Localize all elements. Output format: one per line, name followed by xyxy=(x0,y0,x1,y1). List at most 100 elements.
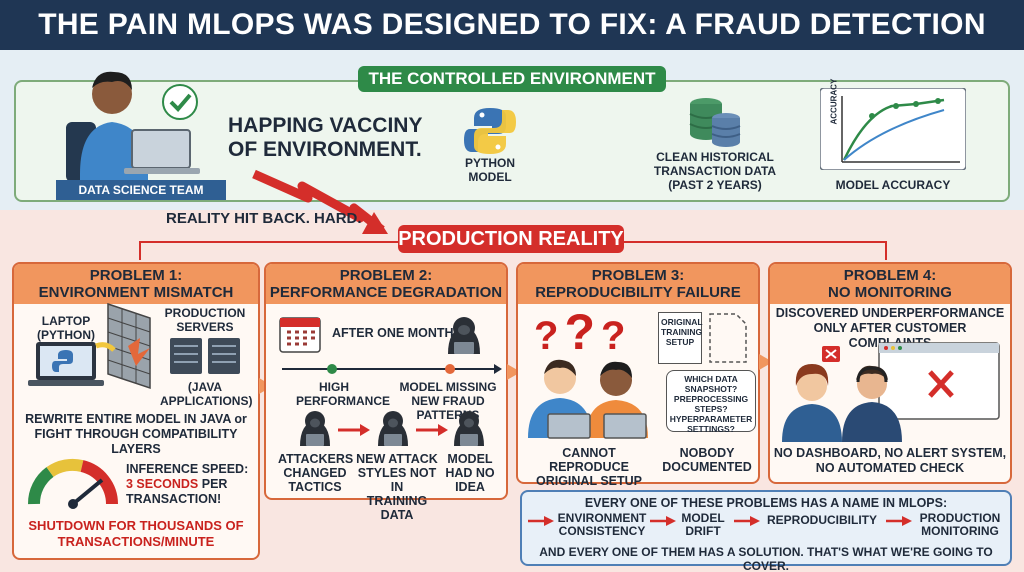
term4-line-1: PRODUCTION xyxy=(919,511,1001,525)
problem-3-header: PROBLEM 3: REPRODUCIBILITY FAILURE xyxy=(518,264,758,304)
q-line-1: WHICH DATA xyxy=(684,374,738,384)
hacker-icon xyxy=(454,411,484,446)
term-reproducibility: REPRODUCIBILITY xyxy=(766,513,877,527)
data-label-line-1: CLEAN HISTORICAL xyxy=(656,150,774,164)
no-line-1: NO DASHBOARD, NO ALERT SYSTEM, xyxy=(773,446,1007,460)
problem-2-title: PERFORMANCE DEGRADATION xyxy=(269,284,503,301)
python-label-line-2: MODEL xyxy=(468,170,512,184)
data-scientist-illustration xyxy=(66,71,200,182)
problem-1-card: PROBLEM 1: ENVIRONMENT MISMATCH xyxy=(12,262,260,560)
java-label-1: (JAVA xyxy=(187,380,223,394)
summary-line-1: EVERY ONE OF THESE PROBLEMS HAS A NAME I… xyxy=(584,496,948,510)
model-no-idea-label: MODEL HAD NO IDEA xyxy=(444,452,496,494)
accuracy-chart-icon xyxy=(820,88,966,170)
shutdown-text: SHUTDOWN FOR THOUSANDS OF TRANSACTIONS/M… xyxy=(16,518,256,550)
inference-speed-text: INFERENCE SPEED: 3 SECONDS PER TRANSACTI… xyxy=(126,462,256,507)
new-attack-line-1: NEW ATTACK xyxy=(356,452,438,466)
no-idea-line-3: IDEA xyxy=(455,480,485,494)
tagline-line-1: HAPPING VACCINY xyxy=(228,114,423,137)
attackers-changed-label: ATTACKERS CHANGED TACTICS xyxy=(278,452,354,494)
term-model-drift: MODEL DRIFT xyxy=(678,512,728,538)
questions-bubble: WHICH DATA SNAPSHOT? PREPROCESSING STEPS… xyxy=(666,370,756,434)
nobody-line-2: DOCUMENTED xyxy=(662,460,752,474)
cannot-line-1: CANNOT REPRODUCE xyxy=(549,446,629,474)
data-science-team-label: DATA SCIENCE TEAM xyxy=(56,180,226,200)
python-model-label: PYTHON MODEL xyxy=(440,156,540,184)
model-missing-label: MODEL MISSING NEW FRAUD PATTERNS xyxy=(390,380,506,422)
term1-line-1: ENVIRONMENT xyxy=(557,511,647,525)
term2-line-2: DRIFT xyxy=(685,524,721,538)
rewrite-text: REWRITE ENTIRE MODEL IN JAVA or FIGHT TH… xyxy=(16,412,256,457)
controlled-environment-title: THE CONTROLLED ENVIRONMENT xyxy=(358,66,666,92)
flow-arrow-icon xyxy=(507,364,521,380)
hacker-icon xyxy=(300,411,330,446)
java-label-2: APPLICATIONS) xyxy=(160,394,253,408)
missing-label-1: MODEL MISSING xyxy=(399,380,497,394)
attackers-line-1: ATTACKERS xyxy=(278,452,354,466)
attackers-line-3: TACTICS xyxy=(288,480,342,494)
no-line-2: NO AUTOMATED CHECK xyxy=(815,461,965,475)
data-label-line-3: (PAST 2 YEARS) xyxy=(668,178,762,192)
servers-label-1: PRODUCTION xyxy=(164,306,246,320)
doc-line-1: ORIGINAL xyxy=(661,317,703,327)
rewrite-line-2: FIGHT THROUGH COMPATIBILITY LAYERS xyxy=(34,427,238,456)
speed-line-3: TRANSACTION! xyxy=(126,492,222,506)
accuracy-axis-label: ACCURACY xyxy=(830,79,839,125)
problem-1-header: PROBLEM 1: ENVIRONMENT MISMATCH xyxy=(14,264,258,304)
production-connector xyxy=(139,241,887,260)
shutdown-line-2: TRANSACTIONS/MINUTE xyxy=(57,534,215,549)
data-label-line-2: TRANSACTION DATA xyxy=(653,164,777,178)
new-attack-line-3: TRAINING DATA xyxy=(366,494,428,522)
cannot-reproduce-label: CANNOT REPRODUCE ORIGINAL SETUP xyxy=(524,446,654,488)
empty-dashboard-icon xyxy=(878,342,1000,420)
problem-3-number: PROBLEM 3: xyxy=(591,267,685,284)
shutdown-line-1: SHUTDOWN FOR THOUSANDS OF xyxy=(28,518,244,533)
attackers-line-2: CHANGED xyxy=(283,466,347,480)
summary-line-2: AND EVERY ONE OF THEM HAS A SOLUTION. TH… xyxy=(539,545,993,572)
term4-line-2: MONITORING xyxy=(921,524,999,538)
after-one-month-text: AFTER ONE MONTH xyxy=(332,326,454,340)
flow-arrow-icon xyxy=(759,354,773,370)
missing-document-icon xyxy=(709,313,747,363)
confused-people-illustration xyxy=(528,359,648,439)
nobody-documented-label: NOBODY DOCUMENTED xyxy=(662,446,752,474)
cannot-line-2: ORIGINAL SETUP xyxy=(535,474,643,488)
doc-line-2: TRAINING xyxy=(661,327,703,337)
no-dashboard-text: NO DASHBOARD, NO ALERT SYSTEM, NO AUTOMA… xyxy=(772,446,1008,476)
problem-2-number: PROBLEM 2: xyxy=(339,267,433,284)
rewrite-line-1: REWRITE ENTIRE MODEL IN JAVA or xyxy=(25,412,247,426)
tagline-line-2: OF ENVIRONMENT. xyxy=(228,138,422,161)
python-label-line-1: PYTHON xyxy=(464,156,515,170)
page-title: THE PAIN MLOPS WAS DESIGNED TO FIX: A FR… xyxy=(0,0,1024,91)
arrow-right-icon xyxy=(416,424,448,436)
question-marks-icon: ??? xyxy=(534,304,632,360)
laptop-icon xyxy=(28,342,104,386)
servers-label-2: SERVERS xyxy=(176,320,234,334)
problem-4-header: PROBLEM 4: NO MONITORING xyxy=(770,264,1010,304)
term-production-monitoring: PRODUCTION MONITORING xyxy=(912,512,1008,538)
new-attack-styles-label: NEW ATTACK STYLES NOT IN TRAINING DATA xyxy=(352,452,442,522)
q-line-4: STEPS? xyxy=(694,404,728,414)
problem-4-number: PROBLEM 4: xyxy=(843,267,937,284)
no-idea-line-1: MODEL xyxy=(447,452,493,466)
discovered-underperformance-text: DISCOVERED UNDERPERFORMANCE ONLY AFTER C… xyxy=(772,306,1008,351)
term-environment-consistency: ENVIRONMENT CONSISTENCY xyxy=(556,512,648,538)
production-servers-label: PRODUCTION SERVERS xyxy=(160,306,250,334)
arrow-right-icon xyxy=(338,424,370,436)
python-icon xyxy=(464,108,516,154)
clean-data-label: CLEAN HISTORICAL TRANSACTION DATA (PAST … xyxy=(640,150,790,192)
high-label-2: PERFORMANCE xyxy=(296,394,391,408)
q-line-3: PREPROCESSING xyxy=(673,394,749,404)
arrow-right-icon xyxy=(528,516,554,526)
arrow-right-icon xyxy=(650,516,676,526)
q-line-5: HYPERPARAMETER xyxy=(669,414,753,424)
reality-hit-back-text: REALITY HIT BACK. HARD. xyxy=(166,210,362,227)
q-line-6: SETTINGS? xyxy=(687,424,735,434)
laptop-label-1: LAPTOP xyxy=(41,314,91,328)
calendar-icon xyxy=(279,317,321,353)
nobody-line-1: NOBODY xyxy=(679,446,735,460)
hacker-icon xyxy=(378,411,408,446)
model-accuracy-label: MODEL ACCURACY xyxy=(835,178,951,192)
term2-line-1: MODEL xyxy=(681,511,725,525)
laptop-label-2: (PYTHON) xyxy=(37,328,95,342)
